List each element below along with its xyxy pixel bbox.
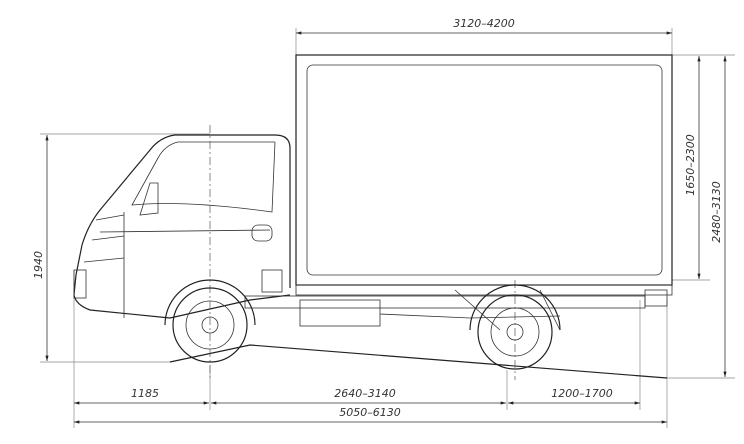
cargo-box [295,54,673,307]
chassis [244,269,646,331]
front-wheel [164,279,256,363]
rear-wheel [469,284,561,370]
extension-lines [40,28,735,428]
dim-body-inner-height: 1650–2300 [684,134,697,196]
ground-line [169,344,668,379]
dim-wheelbase: 2640–3140 [334,387,396,400]
dim-cab-height: 1940 [32,251,45,279]
dim-overall-height: 2480–3130 [710,181,723,243]
dim-front-overhang: 1185 [131,387,159,400]
cab [73,134,291,319]
dim-body-length: 3120–4200 [453,17,515,30]
dimension-lines [45,31,727,424]
dim-rear-overhang: 1200–1700 [551,387,613,400]
dim-overall-length: 5050–6130 [339,406,401,419]
